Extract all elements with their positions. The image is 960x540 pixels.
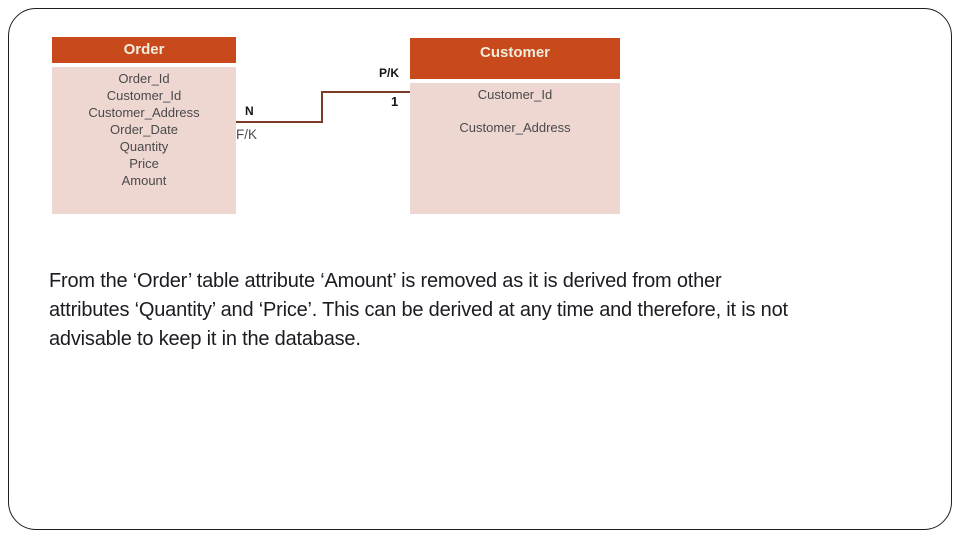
customer-attribute: Customer_Id [477,87,553,102]
cardinality-label-1: 1 [391,94,399,109]
order-attribute: Quantity [119,139,169,154]
order-attribute: Customer_Id [106,88,182,103]
order-attribute: Order_Date [110,122,178,137]
primary-key-label: P/K [379,66,400,80]
order-table-body: Order_Id Customer_Id Customer_Address Or… [52,67,236,214]
customer-table-header: Customer [410,38,620,79]
paragraph-line: From the ‘Order’ table attribute ‘Amount… [49,270,722,292]
relationship-line-segment [236,121,322,123]
order-attribute: Price [129,156,159,171]
order-attribute: Order_Id [118,71,170,86]
foreign-key-label: F/K [236,127,258,142]
relationship-line-segment [321,91,323,123]
cardinality-label-n: N [245,104,254,118]
explanation-paragraph: From the ‘Order’ table attribute ‘Amount… [49,267,788,354]
order-attribute: Amount [121,173,167,188]
paragraph-line: attributes ‘Quantity’ and ‘Price’. This … [49,299,788,321]
customer-attribute: Customer_Address [459,120,571,135]
customer-table-body: Customer_Id Customer_Address [410,83,620,214]
order-attribute: Customer_Address [88,105,200,120]
paragraph-line: advisable to keep it in the database. [49,328,361,350]
order-table-header: Order [52,37,236,63]
relationship-line-segment [321,91,410,93]
